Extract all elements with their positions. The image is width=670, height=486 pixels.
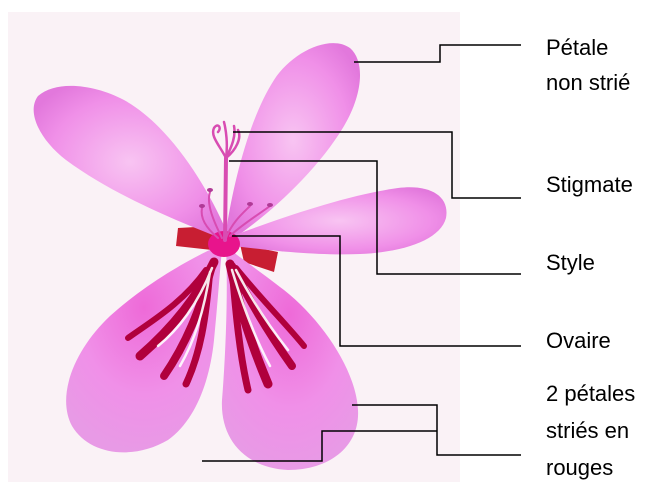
label-style: Style [546, 245, 595, 280]
label-striped-petals: 2 pétales striés en rouges [546, 375, 635, 486]
label-ovary: Ovaire [546, 323, 611, 358]
style [225, 158, 226, 240]
label-unstriped-petal: Pétale non strié [546, 30, 630, 100]
label-stigma: Stigmate [546, 167, 633, 202]
